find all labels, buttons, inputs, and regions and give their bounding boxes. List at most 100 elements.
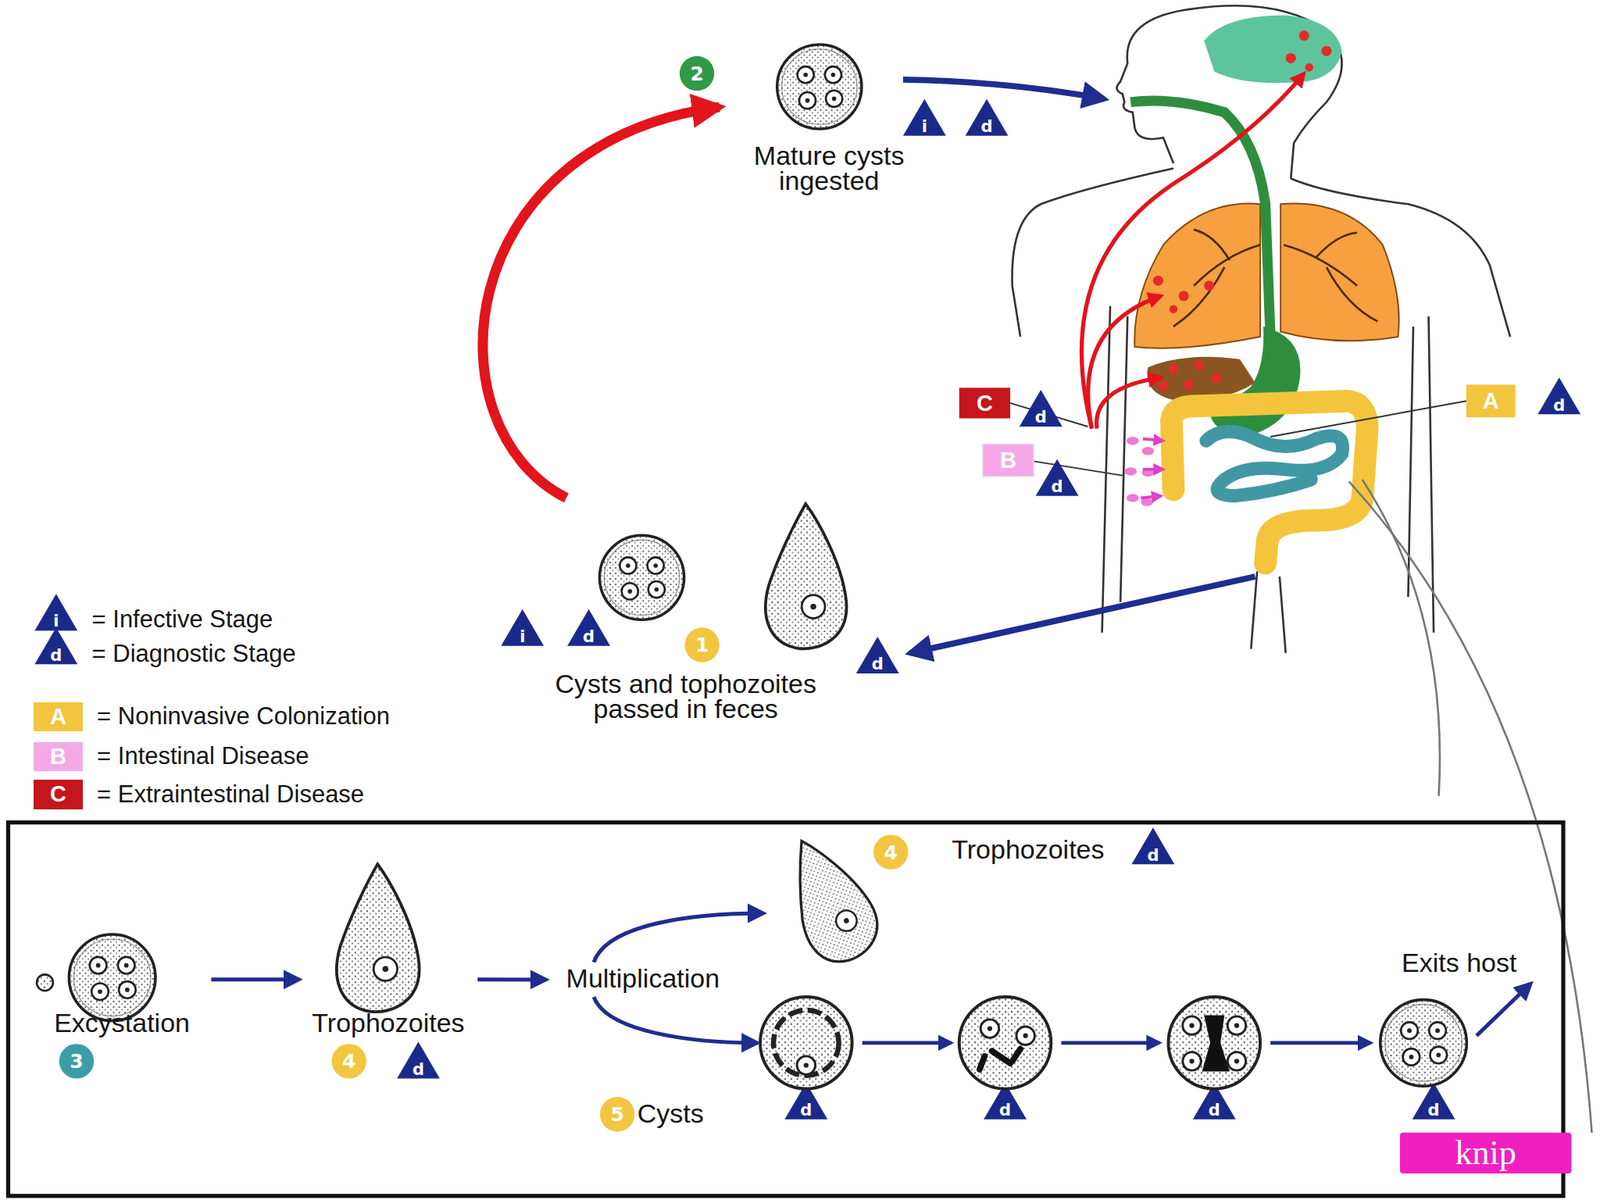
stage-symbol-letter: d xyxy=(412,1060,425,1078)
left-shoulder xyxy=(1012,168,1175,338)
flow-arrow xyxy=(593,996,758,1043)
category-letter: B xyxy=(1000,449,1017,472)
stage-node: Exits host xyxy=(1367,946,1551,984)
watermark-badge xyxy=(1400,1132,1572,1174)
c-marker-box xyxy=(959,387,1011,418)
magnify-lines xyxy=(1349,479,1593,1133)
cyst-stage-4 xyxy=(1380,1000,1468,1087)
cyst-chain-arrows xyxy=(862,1041,1371,1046)
category-letter: B xyxy=(50,744,67,768)
stage-symbol-letter: d xyxy=(871,656,884,673)
stage-node: Cysts and tophozoites passed in feces xyxy=(513,497,858,728)
stage-symbol-letter: d xyxy=(1146,846,1159,864)
stage-label: Excystation xyxy=(32,1010,212,1036)
callout-number: 5 xyxy=(610,1104,625,1125)
left-torso-line xyxy=(1120,316,1128,603)
stage-node: Excystation xyxy=(32,928,212,1047)
callout-number: 1 xyxy=(695,635,709,655)
stage-symbol-letter: d xyxy=(582,628,595,646)
stage-node: Trophozoites xyxy=(763,831,891,965)
stage-label: Cysts and tophozoites passed in feces xyxy=(513,671,858,722)
trophozoite-icon-upper xyxy=(769,825,890,973)
cyst-stage-2 xyxy=(959,996,1052,1090)
callout-number: 4 xyxy=(342,1051,356,1072)
legend-text: = Intestinal Disease xyxy=(96,742,309,771)
stage-symbol-letter: i xyxy=(53,613,59,630)
cyst-stage-3 xyxy=(1168,996,1261,1090)
bronchi xyxy=(1173,229,1378,327)
feces-trophozoite-icon xyxy=(765,503,847,649)
callout-number: 2 xyxy=(689,64,704,84)
left-arm-line xyxy=(1102,306,1111,633)
large-intestine xyxy=(1171,400,1368,564)
spread-arrows xyxy=(1081,73,1304,429)
flow-arrow xyxy=(482,107,720,498)
brain xyxy=(1203,15,1342,84)
legend-text: = Diagnostic Stage xyxy=(92,639,297,668)
legend-text: = Noninvasive Colonization xyxy=(96,702,390,731)
stage-label: Mature cysts ingested xyxy=(719,142,940,193)
right-torso-line xyxy=(1407,326,1414,597)
right-shoulder xyxy=(1290,178,1511,337)
category-letter: C xyxy=(50,782,67,806)
category-letter: A xyxy=(1482,389,1500,413)
excystation-cyst-icon xyxy=(68,934,156,1022)
brain-lesions xyxy=(1285,30,1333,72)
callout-circles xyxy=(59,56,909,1133)
stage-symbol-letter: d xyxy=(1428,1102,1440,1119)
cyst-stage-1 xyxy=(760,996,853,1090)
head-outline xyxy=(1116,5,1342,179)
stage-symbol-letter: i xyxy=(519,628,525,646)
stage-node: Trophozoites xyxy=(299,860,479,1044)
stage-symbol-letter: d xyxy=(999,1102,1011,1119)
stage-symbol-letter: d xyxy=(1035,409,1047,426)
trophozoite-icon xyxy=(336,864,420,1012)
stage-triangles xyxy=(34,99,1581,1120)
stage-symbol-letter: d xyxy=(800,1102,812,1119)
stage-symbol-letter: d xyxy=(1208,1102,1221,1119)
flow-arrow xyxy=(593,913,764,963)
right-lung xyxy=(1280,203,1400,342)
liver-lesions xyxy=(1157,360,1222,391)
stage-symbol-letter: d xyxy=(1051,478,1064,496)
lung-lesions xyxy=(1153,275,1215,314)
stage-symbol-letter: d xyxy=(980,117,993,135)
category-letter: C xyxy=(976,391,993,415)
stage-symbol-letter: i xyxy=(921,117,928,135)
left-leg-line xyxy=(1250,571,1258,649)
callout-number: 4 xyxy=(884,842,898,862)
stage-label: Exits host xyxy=(1367,950,1551,975)
legend-text: = Extraintestinal Disease xyxy=(96,780,365,809)
detail-frame xyxy=(7,822,1564,1197)
intestinal-lesions xyxy=(1124,436,1154,507)
feces-cyst-icon xyxy=(599,535,684,620)
stage-node: Multiplication xyxy=(546,962,740,997)
callout-number: 3 xyxy=(69,1051,83,1072)
right-leg-line xyxy=(1279,576,1286,654)
human-outline xyxy=(1012,5,1511,654)
stage-label: Cysts xyxy=(614,1100,727,1126)
lesion-arrows xyxy=(1140,439,1164,499)
esophagus xyxy=(1130,100,1271,337)
leader-lines xyxy=(1010,400,1467,475)
stomach xyxy=(1207,326,1300,436)
stage-label: Trophozoites xyxy=(299,1010,479,1036)
stage-node: Mature cysts ingested xyxy=(719,40,940,207)
legend-text: = Infective Stage xyxy=(92,605,274,634)
category-letter: A xyxy=(50,704,67,728)
liver xyxy=(1146,357,1255,401)
stage-label: Multiplication xyxy=(546,965,740,991)
stage-node: Cysts xyxy=(757,994,1477,1092)
flow-arrow xyxy=(1476,983,1531,1036)
excystation-bud xyxy=(36,974,54,991)
stage-label: Trophozoites xyxy=(939,836,1118,862)
stage-symbol-letter: d xyxy=(50,646,62,664)
left-lung xyxy=(1134,203,1261,349)
stage-symbol-letter: d xyxy=(1553,396,1565,414)
transmission-arrows xyxy=(903,79,1256,654)
flow-arrow xyxy=(477,977,547,982)
a-marker-box xyxy=(1466,384,1516,418)
flow-arrow xyxy=(210,977,299,982)
mature-cyst-icon xyxy=(777,44,862,129)
